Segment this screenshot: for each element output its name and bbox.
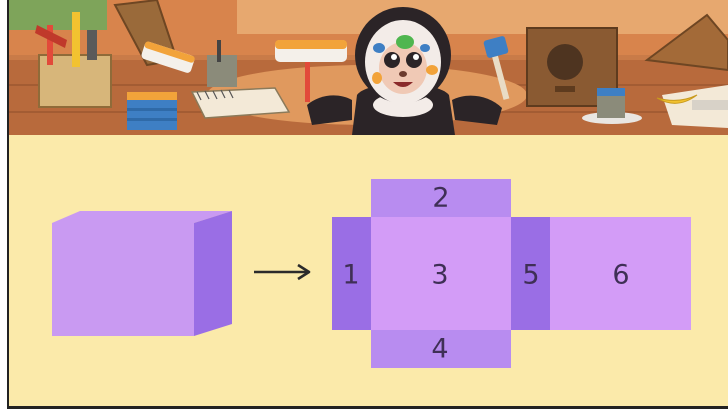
paint-cup-right-icon: [582, 88, 642, 124]
monkey-painter-icon: [307, 7, 502, 135]
banana-icon: [656, 94, 698, 104]
cuboid-top-face: [52, 211, 232, 223]
net-face-1: [332, 217, 371, 330]
paint-cup-icon: [207, 40, 237, 87]
paint-can-icon: [127, 92, 177, 130]
cuboid-net: 2 1 3 5 6 4: [332, 179, 691, 368]
paintbrush-icon: [483, 36, 510, 100]
net-face-5-label: 5: [522, 260, 539, 291]
cuboid-front-face: [52, 223, 194, 336]
frame-border-bottom: [7, 406, 728, 409]
paint-roller-held-icon: [275, 40, 347, 102]
right-arrow-icon: [254, 263, 311, 281]
net-face-6-label: 6: [612, 260, 629, 291]
cuboid-side-face: [194, 211, 232, 336]
net-face-3: [371, 217, 511, 330]
sketchbook-icon: [190, 87, 291, 119]
frame-border-left: [7, 0, 9, 409]
toolbox-icon: [35, 12, 112, 108]
net-face-3-label: 3: [431, 260, 448, 291]
cuboid-shape: [52, 211, 232, 336]
net-face-2: [371, 179, 511, 217]
net-face-2-label: 2: [432, 183, 449, 214]
lesson-frame: 2 1 3 5 6 4: [7, 0, 728, 409]
cuboid-net-stage: 2 1 3 5 6 4: [7, 135, 728, 406]
paint-roller-icon: [141, 41, 195, 73]
net-face-4: [371, 330, 511, 368]
window-plants: [7, 0, 107, 30]
workshop-scene: [7, 0, 728, 135]
net-face-4-label: 4: [431, 334, 448, 365]
net-face-6: [550, 217, 691, 330]
net-face-5: [511, 217, 550, 330]
net-face-1-label: 1: [342, 260, 359, 291]
